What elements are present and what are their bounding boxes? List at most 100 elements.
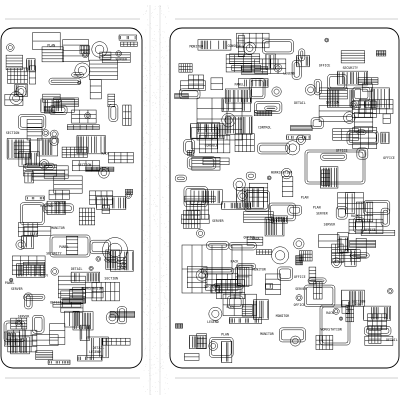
cad-block — [272, 216, 288, 223]
cad-block — [299, 49, 305, 61]
cad-block — [175, 175, 186, 182]
cad-block — [290, 336, 300, 346]
cad-block: DETAIL — [386, 338, 398, 342]
svg-text:SERVER: SERVER — [116, 57, 128, 61]
cad-block — [225, 89, 251, 103]
cad-block: PLAN — [221, 332, 229, 336]
cad-block: SERVER — [316, 211, 328, 215]
cad-block — [364, 326, 391, 335]
cad-block — [350, 240, 376, 247]
cad-block — [226, 55, 252, 72]
cad-block: MONITOR — [190, 44, 204, 48]
cad-block — [36, 351, 53, 360]
cad-block — [368, 314, 387, 330]
svg-text:OFFICE: OFFICE — [364, 228, 376, 232]
cad-block — [96, 196, 126, 209]
cad-block: MONITOR — [276, 314, 290, 318]
cad-block — [353, 87, 370, 101]
cad-block — [89, 266, 93, 270]
cad-block: SERVER — [324, 223, 336, 227]
cad-block: SECTION — [6, 131, 20, 135]
cad-block — [381, 208, 390, 226]
cad-block — [294, 238, 304, 248]
svg-text:SECTION: SECTION — [6, 131, 20, 135]
svg-text:LEGEND: LEGEND — [89, 350, 101, 354]
cad-block — [249, 78, 265, 99]
cad-block — [209, 341, 218, 350]
cad-block: SERVER — [295, 287, 307, 291]
svg-text:SECURITY: SECURITY — [343, 66, 358, 70]
cad-block — [207, 242, 229, 250]
cad-block — [116, 51, 122, 57]
svg-text:PLAN: PLAN — [221, 332, 229, 336]
svg-text:MONITOR: MONITOR — [260, 332, 274, 336]
cad-block — [299, 251, 312, 261]
cad-block — [184, 354, 199, 361]
cad-block: SECTION — [78, 163, 92, 167]
svg-text:SERVER: SERVER — [324, 223, 336, 227]
cad-block — [37, 138, 57, 156]
svg-text:PANEL: PANEL — [234, 83, 244, 87]
cad-block — [244, 212, 274, 223]
svg-text:OFFICE: OFFICE — [243, 235, 255, 239]
svg-text:MONITOR: MONITOR — [190, 44, 204, 48]
cad-block — [184, 140, 195, 155]
svg-text:SECTION: SECTION — [78, 163, 92, 167]
cad-block — [65, 311, 80, 327]
svg-text:LEGEND: LEGEND — [207, 320, 219, 324]
cad-block — [358, 78, 378, 85]
cad-block — [89, 60, 117, 79]
cad-block — [381, 132, 389, 143]
cad-block: MONITOR — [260, 332, 274, 336]
cad-block: CONTROL — [258, 126, 272, 130]
svg-text:CONTROL: CONTROL — [258, 126, 272, 130]
background-texture — [143, 5, 169, 395]
cad-block: SECURITY — [343, 66, 358, 70]
cad-block — [8, 68, 28, 83]
cad-block — [126, 193, 132, 199]
cad-block: DETAIL — [93, 346, 105, 350]
cad-block — [119, 35, 137, 40]
cad-block — [189, 75, 204, 89]
cad-block — [265, 106, 277, 110]
cad-block: RACK — [351, 214, 359, 218]
cad-block: DETAIL — [71, 267, 83, 271]
left-sheet-blocks: WORKSTATIONSECTIONOFFICESERVERELEVDETAIL… — [4, 33, 137, 365]
cad-block — [387, 288, 393, 294]
svg-text:PANEL: PANEL — [5, 281, 15, 285]
cad-block — [282, 177, 293, 197]
cad-block — [279, 328, 305, 342]
cad-block — [196, 229, 204, 237]
cad-block — [291, 125, 313, 130]
svg-text:ELEV: ELEV — [40, 273, 48, 277]
cad-block — [26, 196, 45, 200]
cad-block — [32, 335, 58, 346]
cad-block — [179, 64, 192, 73]
cad-block — [197, 334, 207, 349]
svg-text:OFFICE: OFFICE — [383, 156, 395, 160]
cad-block: PANEL — [5, 281, 15, 285]
cad-block — [371, 88, 389, 109]
cad-block — [313, 282, 322, 299]
cad-block: OFFICE — [319, 63, 331, 67]
cad-block — [316, 335, 333, 349]
cad-block — [18, 115, 45, 130]
cad-block — [77, 356, 102, 361]
cad-block — [325, 38, 329, 42]
cad-block — [48, 360, 70, 364]
cad-block — [75, 63, 90, 78]
cad-block — [267, 176, 271, 180]
cad-block — [49, 78, 81, 84]
cad-block: DETAIL — [294, 101, 306, 105]
cad-block — [85, 113, 91, 119]
cad-block — [272, 87, 281, 96]
cad-block — [7, 44, 15, 52]
sheet-gutter — [150, 5, 160, 395]
cad-block — [254, 102, 282, 114]
cad-block — [187, 150, 193, 155]
cad-block — [321, 153, 347, 160]
cad-block: LEGEND — [207, 320, 219, 324]
cad-block — [27, 120, 42, 140]
cad-block — [33, 315, 45, 333]
cad-block: CONTROL — [40, 204, 54, 208]
